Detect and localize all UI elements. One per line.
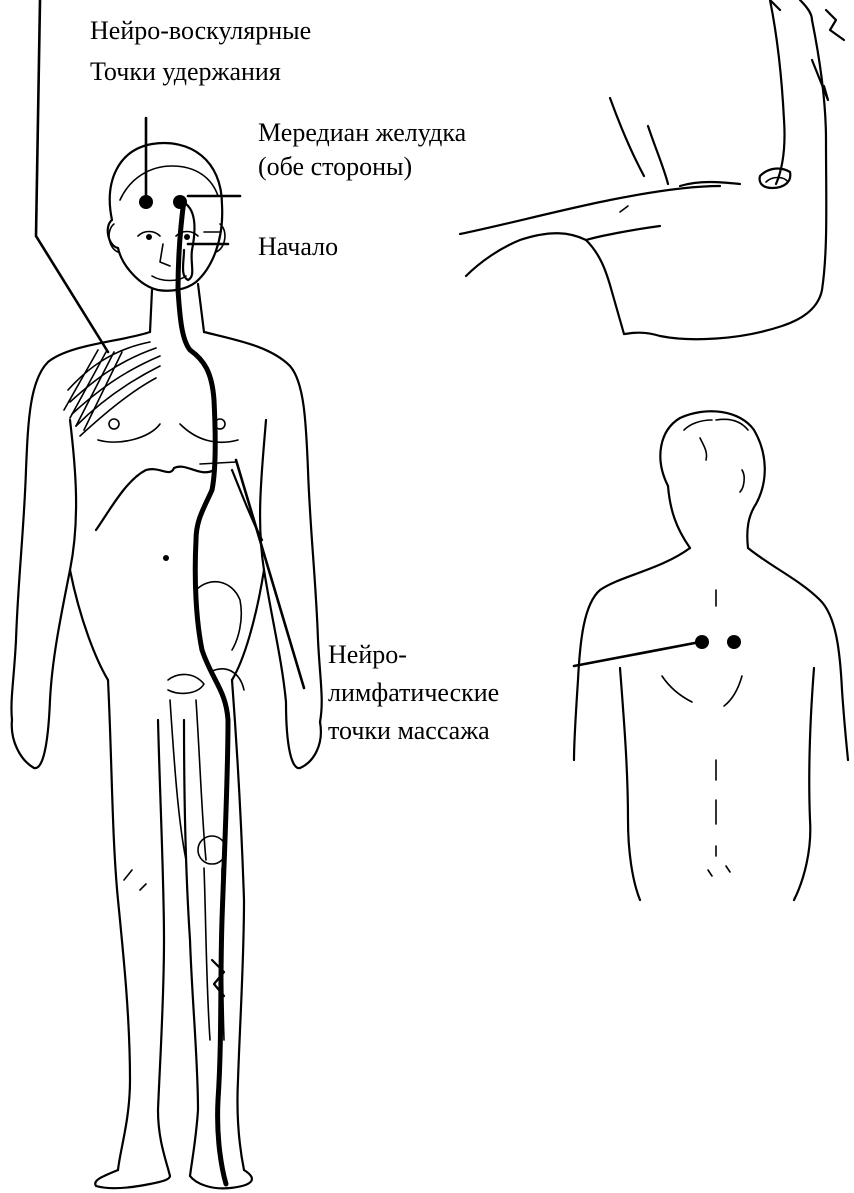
back-figure	[574, 411, 848, 900]
head-outline	[108, 143, 222, 291]
label-start: Начало	[258, 230, 338, 263]
stomach-meridian-path	[178, 200, 228, 1184]
label-neurolymph-line2: лимфатические	[328, 676, 499, 709]
label-meridian-line1: Мередиан желудка	[258, 116, 466, 149]
label-neurolymph-line1: Нейро-	[328, 638, 407, 671]
label-neurovascular-line2: Точки удержания	[90, 55, 281, 88]
torso-outline	[11, 332, 150, 720]
label-neurolymph-line3: точки массажа	[328, 714, 490, 747]
right-leg-outline	[232, 680, 244, 1170]
label-meridian-line2: (обе стороны)	[258, 150, 412, 183]
front-body-figure	[11, 143, 321, 1188]
neurovascular-point-right	[173, 195, 187, 209]
arm-sketch	[460, 0, 844, 339]
label-neurovascular-line1: Нейро-воскулярные	[90, 14, 311, 47]
pectoral-shading	[64, 342, 160, 436]
neurolymphatic-point-right	[727, 635, 741, 649]
left-leg-outline	[108, 680, 130, 1170]
back-head-outline	[660, 411, 764, 548]
pointer-neurolymph-back	[574, 642, 700, 666]
pointer-chest-muscle	[36, 0, 108, 352]
face-meridian-loop	[183, 204, 194, 280]
pointer-lines	[36, 0, 700, 688]
pointer-neurolymph-front	[236, 460, 304, 688]
